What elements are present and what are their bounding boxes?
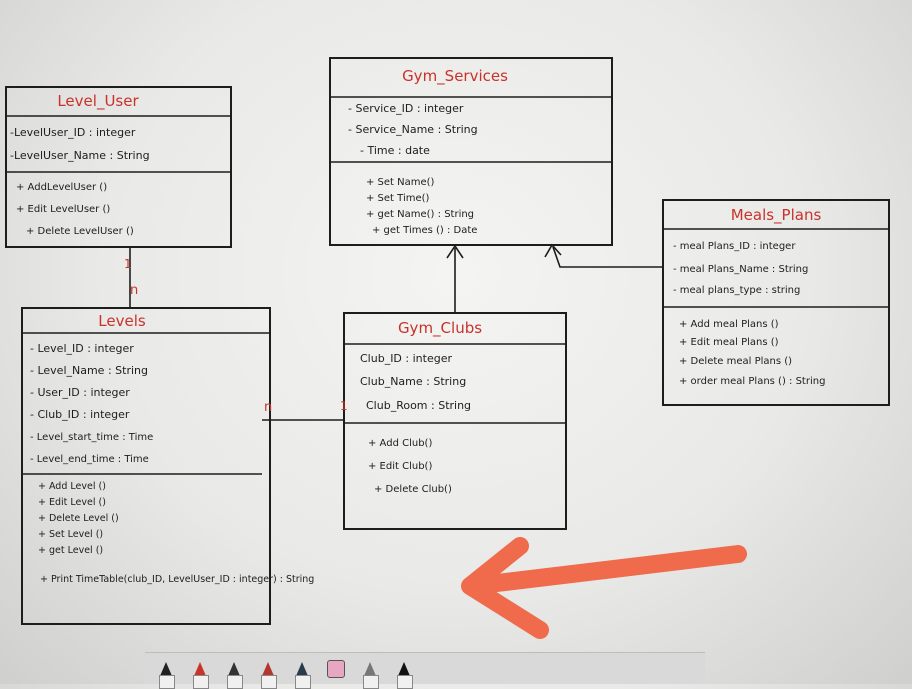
marker-pink-icon[interactable] [327,660,345,678]
method: + Set Name() [366,177,435,188]
pen-tool-black-icon[interactable] [157,658,175,689]
pen-tool-dark-2-icon[interactable] [293,658,311,689]
pen-tool-red-2-icon[interactable] [259,658,277,689]
method: + Set Time() [366,193,430,204]
pen-tool-gray-icon[interactable] [361,658,379,689]
method: + get Name() : String [366,209,474,220]
class-box [329,57,613,246]
class-meals-plans: Meals_Plans - meal Plans_ID : integer - … [662,199,890,406]
attribute: -LevelUser_Name : String [10,149,150,162]
attribute: - Level_start_time : Time [30,432,153,443]
method: + Edit LevelUser () [16,204,110,215]
attribute: - Service_Name : String [348,123,478,136]
class-gym-clubs: Gym_Clubs Club_ID : integer Club_Name : … [343,312,567,530]
inheritance-arrow-meals [552,246,663,268]
class-levels: Levels - Level_ID : integer - Level_Name… [21,307,314,625]
attribute: - Level_Name : String [30,364,148,377]
class-box [5,86,232,248]
class-title: Levels [98,312,146,330]
method: + Add Level () [38,481,106,492]
method: + Edit Level () [38,497,106,508]
method: + get Level () [38,545,103,556]
arrowhead-icon [446,244,464,259]
annotation-arrow-icon [461,537,747,639]
multiplicity-label: 1 [124,257,132,271]
method: + get Times () : Date [372,225,477,236]
attribute: - meal Plans_ID : integer [673,241,796,252]
attribute: Club_ID : integer [360,352,452,365]
class-title: Level_User [57,92,139,111]
attribute: Club_Room : String [366,399,471,412]
pen-tool-black-2-icon[interactable] [395,658,413,689]
method-print-timetable: + Print TimeTable(club_ID, LevelUser_ID … [40,574,314,585]
class-box [343,312,567,530]
method: + Add Club() [368,438,432,449]
class-gym-services: Gym_Services - Service_ID : integer - Se… [329,57,613,246]
attribute: - meal plans_type : string [673,285,800,296]
method: + order meal Plans () : String [679,376,825,387]
attribute: - User_ID : integer [30,386,130,399]
attribute: - Club_ID : integer [30,408,130,421]
pen-tool-dark-icon[interactable] [225,658,243,689]
method: + Set Level () [38,529,103,540]
method: + Edit Club() [368,461,432,472]
multiplicity-label: n [264,400,272,415]
attribute: - Level_ID : integer [30,342,134,355]
class-title: Meals_Plans [731,206,822,225]
method: + Delete LevelUser () [26,226,134,237]
class-box [21,307,271,625]
multiplicity-label: 1 [340,399,348,413]
attribute: -LevelUser_ID : integer [10,126,136,139]
method: + Edit meal Plans () [679,337,779,348]
method: + Delete Club() [374,484,452,495]
attribute: - Service_ID : integer [348,102,464,115]
method: + Delete Level () [38,513,119,524]
class-level-user: Level_User -LevelUser_ID : integer -Leve… [5,86,232,248]
attribute: Club_Name : String [360,375,466,388]
class-title: Gym_Clubs [398,319,482,338]
multiplicity-label: n [130,283,138,298]
class-box [662,199,890,406]
pen-tool-red-icon[interactable] [191,658,209,689]
method: + Add meal Plans () [679,319,779,330]
drawing-toolbar [145,652,705,689]
class-title: Gym_Services [402,67,508,86]
arrowhead-icon [544,243,562,258]
attribute: - Time : date [360,144,430,157]
method: + AddLevelUser () [16,182,107,193]
attribute: - Level_end_time : Time [30,454,149,465]
method: + Delete meal Plans () [679,356,792,367]
attribute: - meal Plans_Name : String [673,264,808,275]
